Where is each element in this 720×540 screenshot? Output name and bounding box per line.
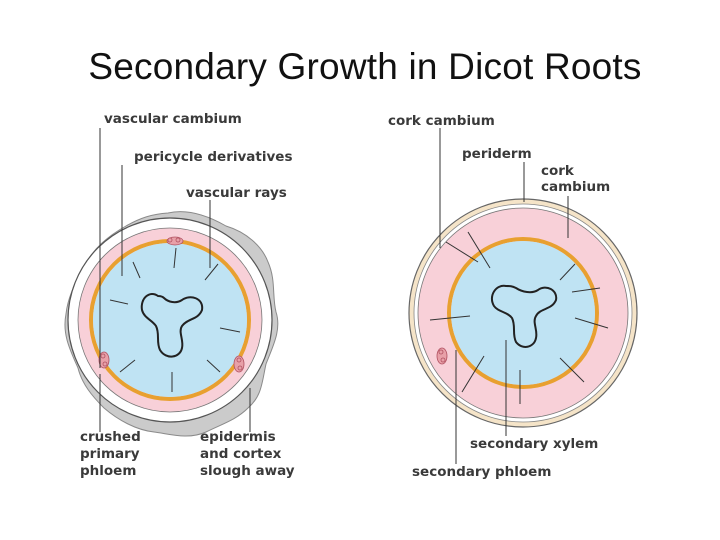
- primary-xylem-left: [140, 292, 204, 358]
- label-cork-cambium-top: cork cambium: [388, 113, 495, 129]
- label-secondary-xylem: secondary xylem: [470, 436, 598, 452]
- label-cork: cork: [541, 163, 575, 179]
- label-periderm: periderm: [462, 146, 532, 162]
- leader-lines-right: [439, 128, 569, 464]
- primary-xylem-right: [490, 284, 558, 348]
- leader-lines-left: [99, 128, 251, 432]
- label-cambium: cambium: [541, 179, 610, 195]
- label-secondary-phloem: secondary phloem: [412, 464, 551, 480]
- right-root-diagram: cork cambium periderm cork cambium secon…: [388, 113, 638, 480]
- vascular-rays-left: [109, 247, 241, 392]
- label-crushed: crushed: [80, 429, 141, 445]
- vascular-cambium-right: [447, 237, 599, 389]
- label-epidermis: epidermis: [200, 429, 276, 445]
- left-root-diagram: vascular cambium pericycle derivatives v…: [64, 111, 295, 479]
- vascular-rays-right: [429, 231, 609, 404]
- phloem-patch-right: [436, 347, 448, 365]
- slide-title: Secondary Growth in Dicot Roots: [88, 46, 642, 87]
- label-primary: primary: [80, 446, 140, 462]
- label-vascular-cambium: vascular cambium: [104, 111, 242, 127]
- label-and-cortex: and cortex: [200, 446, 282, 462]
- label-vascular-rays: vascular rays: [186, 185, 287, 201]
- label-pericycle-derivatives: pericycle derivatives: [134, 149, 292, 165]
- label-slough-away: slough away: [200, 463, 295, 479]
- crushed-phloem-patches: [98, 236, 245, 373]
- label-phloem: phloem: [80, 463, 136, 479]
